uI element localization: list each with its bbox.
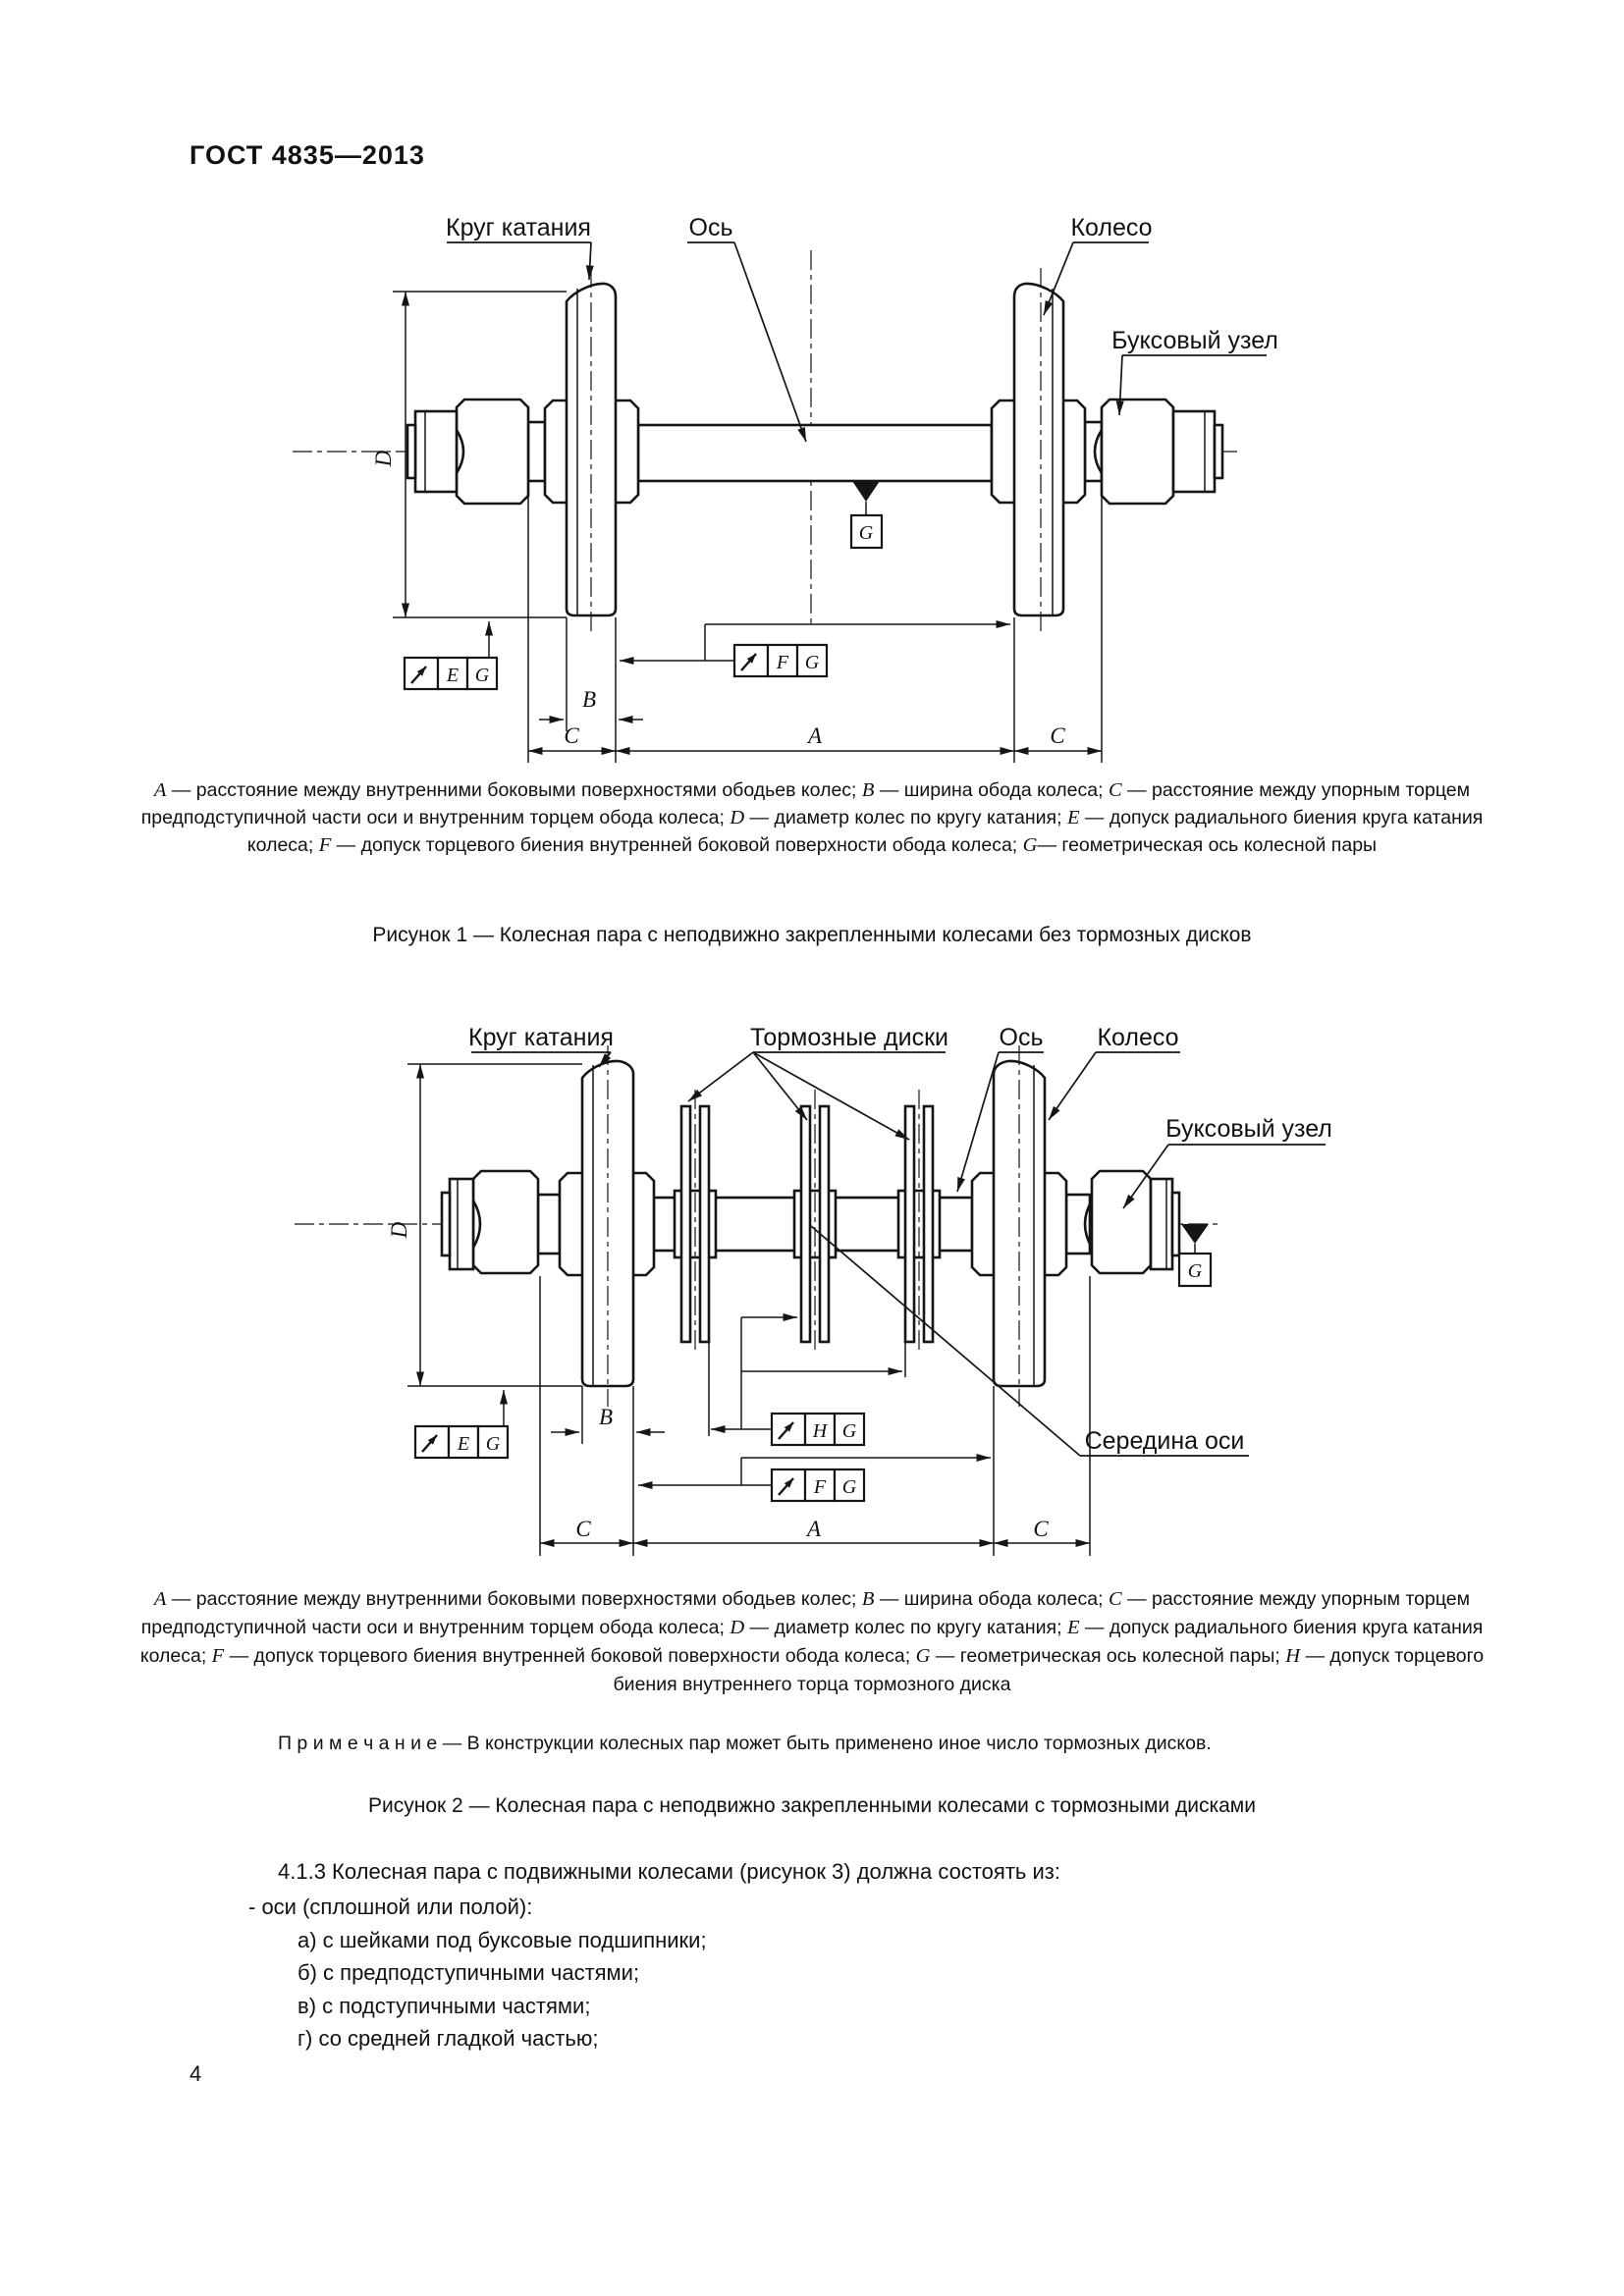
svg-text:B: B [599,1405,613,1429]
svg-text:C: C [1033,1517,1049,1541]
svg-text:E: E [446,665,459,686]
callout-axle: Ось [687,214,807,443]
svg-text:G: G [842,1420,857,1442]
svg-text:Круг катания: Круг катания [468,1024,614,1051]
caption-figure-1: A — расстояние между внутренними боковым… [140,779,1484,856]
runout-icon [410,666,427,684]
svg-text:Ось: Ось [1000,1024,1044,1051]
runout-icon [421,1434,438,1453]
title-figure-1: Рисунок 1 — Колесная пара с неподвижно з… [372,924,1252,946]
svg-text:G: G [842,1476,857,1498]
datum-G-letter: G [1188,1260,1203,1282]
svg-text:B: B [582,687,596,712]
svg-text:Круг катания: Круг катания [446,214,591,241]
svg-text:D: D [387,1221,411,1239]
svg-text:Буксовый узел: Буксовый узел [1165,1115,1332,1143]
callout-axlebox: Буксовый узел [1111,327,1278,416]
list-item-axle: - оси (сплошной или полой): [248,1895,533,1919]
svg-text:G: G [486,1433,501,1455]
svg-text:Середина оси: Середина оси [1085,1427,1245,1455]
dimension-CAC: C A C [539,1276,1091,1556]
callout-rolling-circle: Круг катания [468,1024,614,1068]
dimension-D: D [387,1063,582,1387]
figure-1-drawing: D G E G F G [293,214,1278,763]
svg-text:G: G [475,665,490,686]
svg-text:Колесо: Колесо [1097,1024,1178,1051]
runout-icon [778,1477,794,1496]
brake-disc-3 [896,1090,942,1352]
list-item-g: г) со средней гладкой частью; [298,2026,599,2051]
note-figure-2: П р и м е ч а н и е — В конструкции коле… [278,1733,1212,1754]
list-item-a: а) с шейками под буксовые подшипники; [298,1928,707,1952]
svg-text:C: C [564,723,579,748]
left-journal [536,1193,562,1255]
dimension-CAC: C A C [527,491,1103,763]
left-wheel [580,1045,635,1407]
datum-G-flag: G [849,481,884,550]
dimension-B: B [551,1386,665,1444]
standard-designation: ГОСТ 4835—2013 [189,140,425,170]
left-axlebox [440,1169,540,1275]
svg-text:Ось: Ось [689,214,733,241]
runout-frame-F: F G [638,1454,991,1503]
callout-wheel: Колесо [1043,214,1153,316]
callout-axle: Ось [956,1024,1044,1193]
svg-text:C: C [1050,723,1065,748]
callout-axlebox: Буксовый узел [1122,1115,1332,1209]
runout-frame-E: E G [403,621,499,691]
page-number: 4 [189,2061,202,2086]
svg-text:A: A [806,723,823,748]
svg-text:H: H [812,1420,829,1442]
brake-disc-1 [673,1090,718,1352]
svg-text:F: F [776,652,789,673]
callout-axle-middle: Середина оси [810,1225,1249,1457]
right-axlebox [1083,1169,1181,1275]
svg-text:E: E [457,1433,469,1455]
dimension-B: B [539,617,643,731]
runout-icon [740,653,757,671]
runout-frame-E: E G [413,1390,510,1460]
svg-text:Буксовый узел: Буксовый узел [1111,327,1278,354]
svg-text:Тормозные диски: Тормозные диски [750,1024,948,1051]
svg-text:G: G [805,652,820,673]
right-wheel [992,1045,1047,1407]
paragraph-4-1-3: 4.1.3 Колесная пара с подвижными колесам… [278,1859,1060,1884]
right-journal [1083,420,1104,483]
left-axlebox [406,398,530,506]
svg-text:C: C [575,1517,591,1541]
brake-disc-2 [792,1090,838,1352]
caption-figure-2: A — расстояние между внутренними боковым… [139,1588,1485,1695]
figure-2-drawing: D G E G [295,1024,1332,1556]
datum-G-flag: G [1177,1224,1213,1288]
dimension-D: D [371,291,567,618]
callout-wheel: Колесо [1048,1024,1180,1121]
axle-body [636,423,994,483]
svg-text:A: A [805,1517,822,1541]
runout-icon [778,1421,794,1440]
datum-G-letter: G [859,522,874,544]
runout-frame-F: F G [620,620,1010,678]
svg-text:D: D [371,450,396,467]
title-figure-2: Рисунок 2 — Колесная пара с неподвижно з… [368,1794,1256,1817]
right-axlebox [1093,398,1224,506]
svg-text:F: F [813,1476,827,1498]
left-journal [526,420,547,483]
list-item-v: в) с подступичными частями; [298,1994,591,2018]
right-wheel [1012,268,1065,635]
list-item-b: б) с предподступичными частями; [298,1960,640,1985]
svg-text:Колесо: Колесо [1070,214,1152,241]
runout-frame-H: H G [708,1313,906,1447]
left-wheel [565,268,618,635]
callout-brake-discs: Тормозные диски [687,1024,948,1141]
right-journal [1064,1193,1092,1255]
callout-rolling-circle: Круг катания [446,214,594,281]
